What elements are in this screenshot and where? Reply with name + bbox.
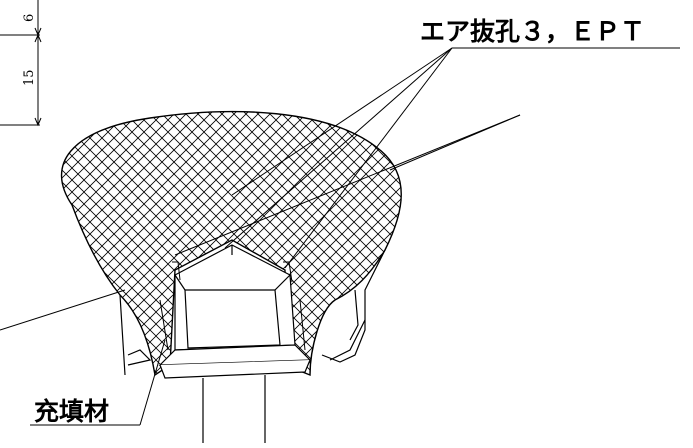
cap-dome [60, 110, 402, 377]
dimension-lower-label: 15 [22, 69, 37, 86]
dimension-top-label: 6 [22, 14, 37, 22]
filler-label: 充填材 [34, 397, 109, 426]
dimension-marks [0, 0, 42, 127]
hex-nut [158, 244, 312, 379]
filler-leader [30, 339, 166, 426]
body-outline [119, 249, 386, 376]
bolt-shaft [202, 375, 266, 443]
air-hole-label: エア抜孔３，ＥＰＴ [420, 17, 645, 46]
air-hole-leaders [224, 47, 680, 269]
